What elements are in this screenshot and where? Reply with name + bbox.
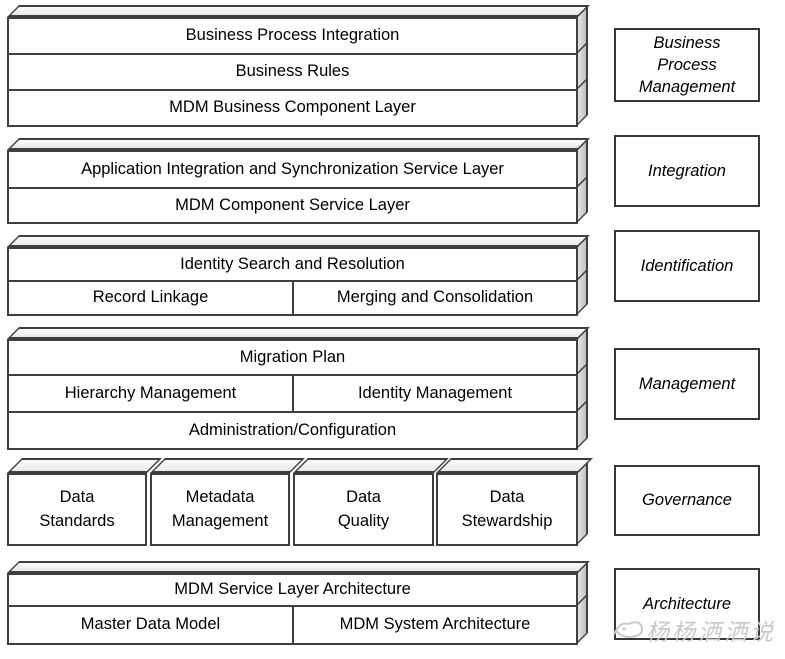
side-label-governance: Governance: [614, 465, 760, 536]
box-top-face: [7, 458, 162, 473]
box-top-face: [7, 138, 590, 150]
cell-migration-plan: Migration Plan: [7, 339, 578, 376]
cell-metadata-management: Metadata Management: [150, 473, 290, 546]
cell-data-standards: Data Standards: [7, 473, 147, 546]
cell-hierarchy-management: Hierarchy Management: [7, 374, 294, 413]
box-top-face: [150, 458, 305, 473]
cell-mdm-component-service-layer: MDM Component Service Layer: [7, 187, 578, 224]
cell-identity-management: Identity Management: [292, 374, 578, 413]
cell-business-rules: Business Rules: [7, 53, 578, 91]
box-top-face: [7, 561, 590, 573]
side-label-integration: Integration: [614, 135, 760, 207]
side-label-architecture: Architecture: [614, 568, 760, 640]
cell-application-integration-sync-service-layer: Application Integration and Synchronizat…: [7, 150, 578, 189]
cell-administration-configuration: Administration/Configuration: [7, 411, 578, 450]
box-top-face: [7, 327, 590, 339]
cell-identity-search-and-resolution: Identity Search and Resolution: [7, 247, 578, 282]
side-label-business-process-management: Business Process Management: [614, 28, 760, 102]
box-top-face: [436, 458, 593, 473]
watermark-text: 杨杨洒洒说: [646, 619, 776, 645]
cell-data-quality: Data Quality: [293, 473, 434, 546]
cell-record-linkage: Record Linkage: [7, 280, 294, 316]
cell-mdm-service-layer-architecture: MDM Service Layer Architecture: [7, 573, 578, 607]
cell-mdm-system-architecture: MDM System Architecture: [292, 605, 578, 645]
cell-data-stewardship: Data Stewardship: [436, 473, 578, 546]
cell-master-data-model: Master Data Model: [7, 605, 294, 645]
box-top-face: [7, 5, 590, 17]
side-label-management: Management: [614, 348, 760, 420]
cell-merging-and-consolidation: Merging and Consolidation: [292, 280, 578, 316]
side-label-identification: Identification: [614, 230, 760, 302]
cell-mdm-business-component-layer: MDM Business Component Layer: [7, 89, 578, 127]
box-top-face: [293, 458, 449, 473]
cell-business-process-integration: Business Process Integration: [7, 17, 578, 55]
box-top-face: [7, 235, 590, 247]
watermark-logo-icon: [613, 616, 645, 647]
